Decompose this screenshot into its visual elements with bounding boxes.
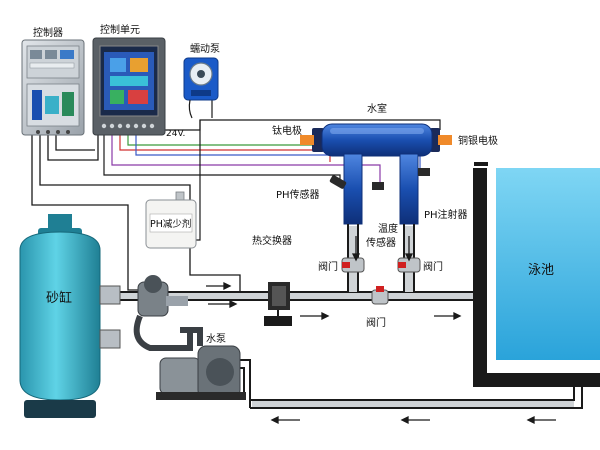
- label-valve-left: 阀门: [318, 260, 338, 273]
- arrow-right-2: [300, 311, 330, 321]
- valve-middle[interactable]: [371, 286, 389, 305]
- label-sand-tank: 砂缸: [46, 290, 72, 306]
- label-titanium-electrode: 钛电极: [272, 124, 302, 137]
- label-control-unit: 控制单元: [100, 23, 140, 36]
- return-pipe: [252, 401, 574, 407]
- pool: [473, 162, 600, 387]
- arrow-right-1: [208, 299, 238, 309]
- label-ph-reducer: PH减少剂: [150, 218, 191, 230]
- label-valve-middle: 阀门: [366, 316, 386, 329]
- label-ph-sensor: PH传感器: [276, 188, 320, 201]
- valve-left[interactable]: [341, 257, 365, 273]
- control-unit: [92, 37, 166, 136]
- supply-pipe: [118, 293, 480, 299]
- signal-wires: [103, 100, 441, 241]
- label-ph-injector: PH注射器: [424, 208, 468, 221]
- label-temperature-sensor-1: 温度: [378, 222, 398, 235]
- arrow-right-4: [206, 281, 232, 291]
- arrow-right-3: [434, 311, 462, 321]
- water-chamber: [300, 123, 452, 225]
- label-temperature-sensor-2: 传感器: [366, 236, 396, 249]
- arrow-left-2: [400, 415, 430, 425]
- titanium-electrode-terminal: [300, 135, 314, 145]
- label-heat-exchanger: 热交换器: [252, 234, 292, 247]
- flow-arrows: [206, 236, 556, 425]
- water-pump: [156, 327, 246, 400]
- label-water-chamber: 水室: [367, 102, 387, 115]
- peristaltic-pump: [183, 57, 219, 119]
- label-pool: 泳池: [528, 263, 554, 278]
- multiport-valve: [133, 275, 193, 351]
- controller: [21, 39, 85, 136]
- label-controller: 控制器: [33, 26, 63, 39]
- arrow-down-1: [351, 236, 361, 262]
- arrow-down-2: [404, 236, 414, 262]
- arrow-left-1: [270, 415, 300, 425]
- sand-tank: [19, 214, 121, 418]
- heat-exchanger: [264, 282, 292, 326]
- ph-reducer-tank: [145, 191, 197, 249]
- label-voltage: 24V.: [166, 129, 185, 139]
- label-valve-right: 阀门: [423, 260, 443, 273]
- arrow-left-3: [526, 415, 556, 425]
- label-peristaltic-pump: 蠕动泵: [190, 43, 220, 55]
- label-water-pump: 水泵: [206, 333, 226, 345]
- copper-silver-electrode-terminal: [438, 135, 452, 145]
- label-copper-silver-electrode: 铜银电极: [458, 134, 498, 147]
